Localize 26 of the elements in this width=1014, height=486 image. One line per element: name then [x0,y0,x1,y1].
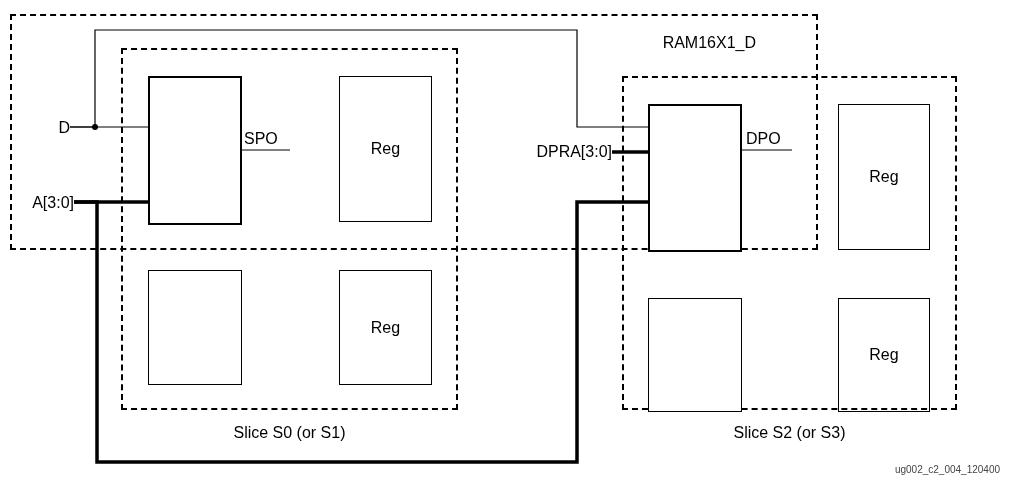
wire [241,149,291,151]
signal-label: D [48,117,70,139]
figure-id: ug002_c2_004_120400 [894,464,1000,475]
slice-label: Slice S2 (or S3) [733,424,846,442]
signal-label: DPRA[3:0] [492,141,612,163]
wire [741,149,793,151]
register-block [339,270,432,385]
slice-label: Slice S0 (or S1) [233,424,346,442]
register-label: Reg [869,168,899,186]
register-label: Reg [370,318,401,337]
signal-label: DPO [746,128,792,150]
primitive-label: RAM16X1_D [662,34,756,52]
signal-label: A[3:0] [22,192,74,214]
register-label: Reg [869,346,899,364]
lut-block [148,76,242,225]
wire [69,29,649,128]
signal-label: SPO [244,128,290,150]
empty-block [648,298,742,412]
register-block [838,104,930,250]
bus-wire [612,150,648,154]
register-block [339,76,432,222]
bus-wire [74,200,648,464]
register-label: Reg [370,140,401,158]
lut-block [648,104,742,252]
empty-block [148,270,242,385]
register-block [838,298,930,412]
